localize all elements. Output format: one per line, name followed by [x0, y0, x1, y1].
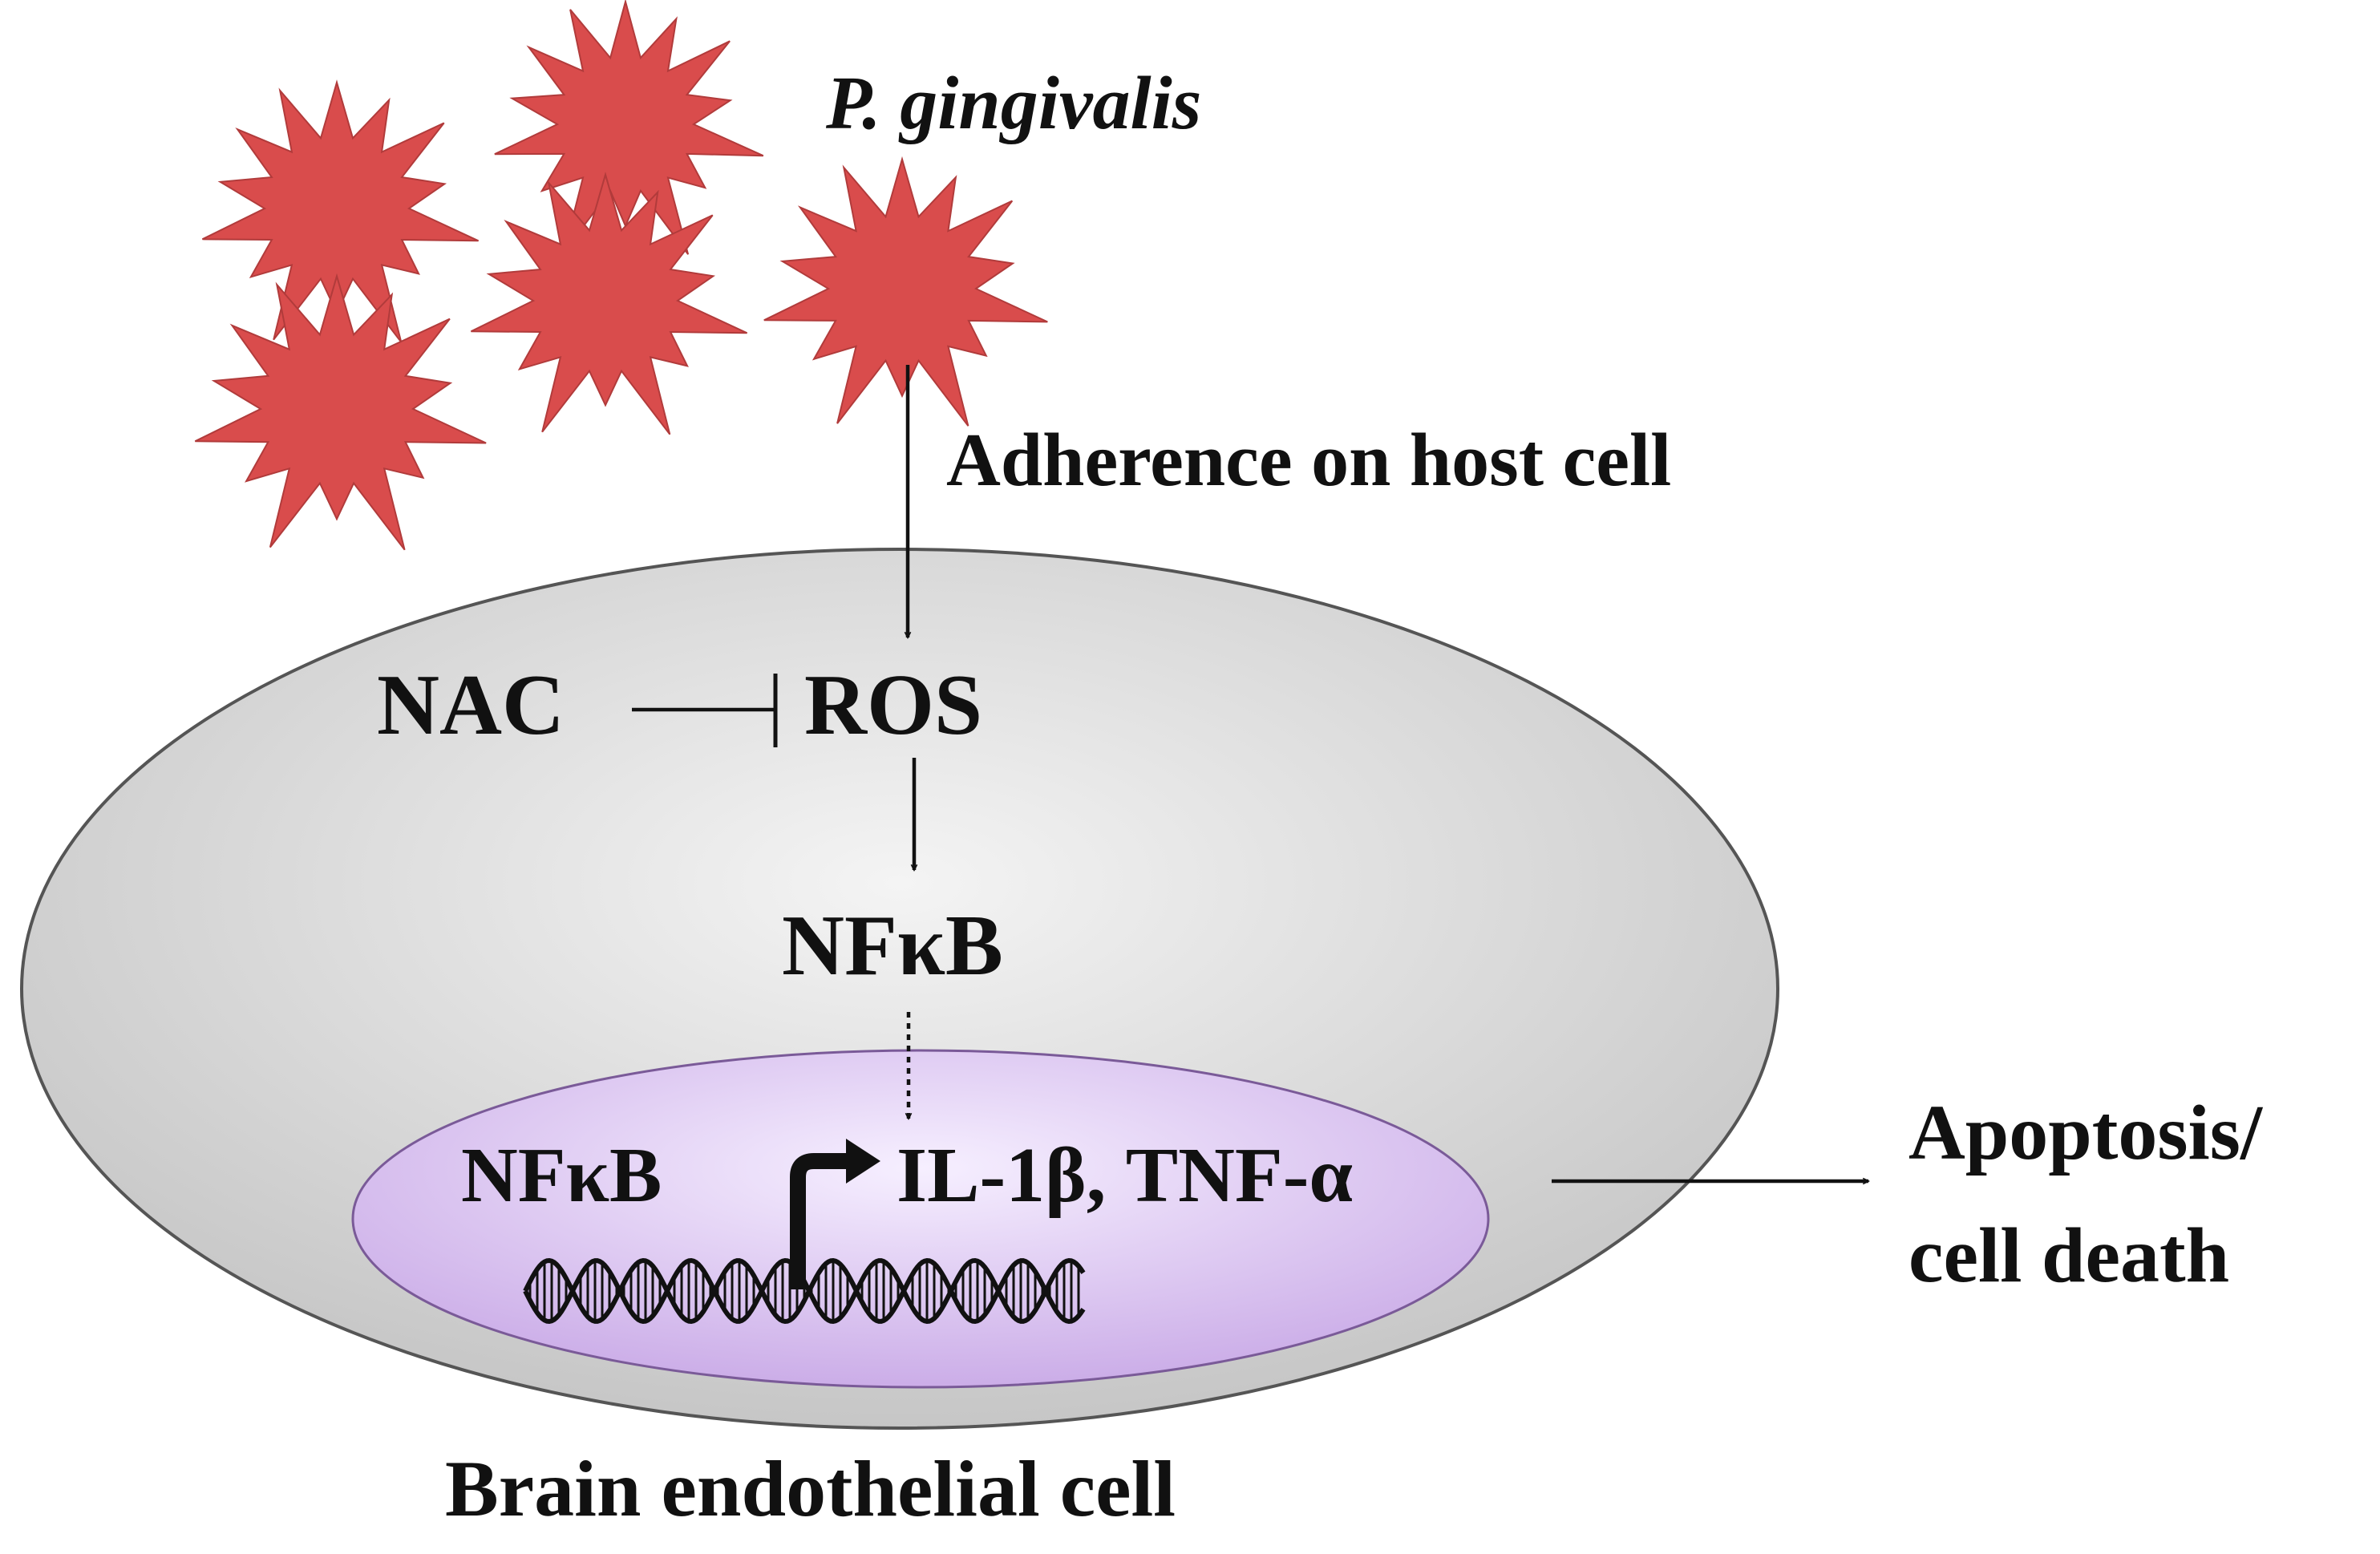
ros-label: ROS: [804, 658, 982, 753]
outcome-label-line2: cell death: [1908, 1212, 2229, 1299]
outcome-label-line1: Apoptosis/: [1908, 1090, 2264, 1176]
bacterium-4: [763, 156, 1048, 427]
adherence-label: Adherence on host cell: [946, 419, 1671, 502]
bacteria-cluster: [194, 0, 1048, 551]
nac-label: NAC: [377, 658, 565, 753]
bacterium-5: [194, 273, 487, 551]
bacterium-3: [470, 172, 748, 435]
cell-name-label: Brain endothelial cell: [445, 1444, 1176, 1533]
cytokines-label: IL-1β, TNF-α: [897, 1132, 1353, 1219]
bacteria-label: P. gingivalis: [825, 62, 1201, 145]
transcription-arrow-icon: [790, 1153, 850, 1289]
nfkb-cytoplasm-label: NFκB: [782, 898, 1003, 994]
bacterium-2: [494, 0, 764, 255]
transcription-arrowhead-icon: [846, 1139, 880, 1184]
nucleus: [351, 1049, 1490, 1389]
nfkb-nucleus-label: NFκB: [461, 1132, 662, 1219]
